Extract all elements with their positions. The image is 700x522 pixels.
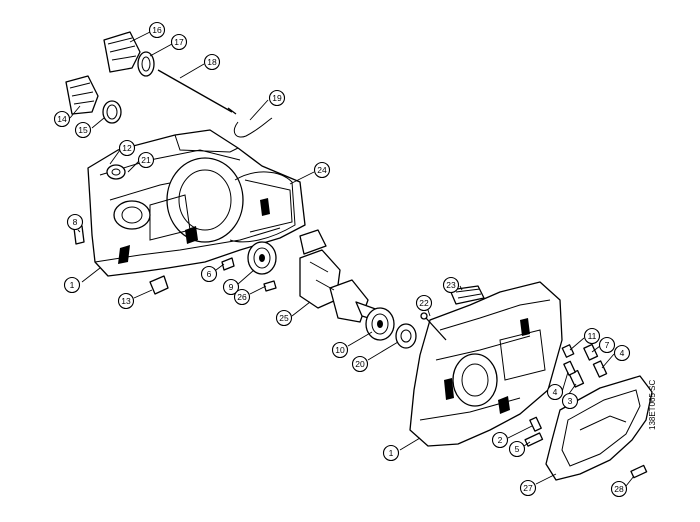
- stud-2: [529, 416, 542, 432]
- oil-pump-rod: [157, 69, 233, 113]
- bolt-22-head: [420, 312, 428, 320]
- callout-7: 7: [598, 336, 616, 354]
- svg-text:3: 3: [568, 396, 573, 406]
- svg-text:19: 19: [272, 93, 282, 103]
- callout-1-upper: 1: [63, 276, 81, 294]
- svg-text:26: 26: [237, 292, 247, 302]
- svg-text:20: 20: [355, 359, 365, 369]
- svg-text:11: 11: [588, 331, 597, 341]
- svg-text:9: 9: [229, 282, 234, 292]
- svg-text:23: 23: [446, 280, 456, 290]
- svg-text:6: 6: [207, 269, 212, 279]
- ball-bearing-lower: [365, 307, 395, 341]
- crankcase-half-lower: [409, 281, 563, 447]
- sleeve-7: [583, 343, 599, 361]
- svg-text:4: 4: [620, 348, 625, 358]
- callout-2: 2: [491, 431, 509, 449]
- callout-27: 27: [519, 479, 537, 497]
- pin-6: [221, 257, 235, 271]
- oil-seal-inner: [111, 168, 121, 176]
- callout-17: 17: [170, 33, 188, 51]
- screw-5: [524, 432, 544, 447]
- callout-15: 15: [74, 121, 92, 139]
- adjusting-screw-23: [449, 285, 485, 305]
- callout-25: 25: [275, 309, 293, 327]
- callout-10: 10: [331, 341, 349, 359]
- callout-12: 12: [118, 139, 136, 157]
- svg-text:24: 24: [317, 165, 327, 175]
- callout-28: 28: [610, 480, 628, 498]
- callout-24: 24: [313, 161, 331, 179]
- callout-22: 22: [415, 294, 433, 312]
- svg-text:22: 22: [419, 298, 429, 308]
- svg-text:13: 13: [121, 296, 131, 306]
- callout-11: 11: [583, 327, 601, 345]
- screw-28: [630, 464, 648, 479]
- seal-ring-lower: [395, 323, 417, 349]
- callout-4-right: 4: [613, 344, 631, 362]
- rod-tip: [227, 107, 237, 115]
- svg-text:27: 27: [523, 483, 533, 493]
- callout-labels: 16 17 18 19 14 15 12 21 24 8 1 13 6 9 26…: [53, 21, 631, 498]
- svg-text:14: 14: [57, 114, 67, 124]
- callout-23: 23: [442, 276, 460, 294]
- sprocket-cover: [545, 375, 653, 481]
- crankcase-gasket: [229, 171, 296, 243]
- svg-text:17: 17: [174, 37, 184, 47]
- callout-14: 14: [53, 110, 71, 128]
- crankshaft: [299, 229, 389, 325]
- screw-4-right: [592, 360, 608, 378]
- svg-text:1: 1: [70, 280, 75, 290]
- svg-text:1: 1: [389, 448, 394, 458]
- callout-5: 5: [508, 440, 526, 458]
- callout-3: 3: [561, 392, 579, 410]
- screw-4-left: [563, 360, 576, 376]
- svg-text:7: 7: [605, 340, 610, 350]
- callout-16: 16: [148, 21, 166, 39]
- oil-pump-upper: [103, 31, 155, 77]
- drawing-code: 138ET065 SC: [648, 379, 657, 430]
- svg-text:28: 28: [614, 484, 624, 494]
- callout-20: 20: [351, 355, 369, 373]
- oil-seal: [106, 164, 126, 180]
- pin-11: [561, 344, 575, 358]
- bolt-22: [425, 317, 447, 341]
- callout-1-lower: 1: [382, 444, 400, 462]
- plug-13: [149, 275, 169, 295]
- svg-text:16: 16: [152, 25, 162, 35]
- svg-text:18: 18: [207, 57, 217, 67]
- ball-bearing-upper: [247, 241, 277, 275]
- callout-26: 26: [233, 288, 251, 306]
- svg-text:12: 12: [122, 143, 132, 153]
- svg-text:4: 4: [553, 387, 558, 397]
- leader-lines: [69, 31, 635, 487]
- oil-pump-lower: [65, 75, 122, 124]
- svg-text:15: 15: [78, 125, 88, 135]
- svg-text:8: 8: [73, 217, 78, 227]
- callout-18: 18: [203, 53, 221, 71]
- pin-26: [263, 280, 277, 292]
- callout-9: 9: [222, 278, 240, 296]
- screw-thread-23: [455, 288, 482, 299]
- svg-text:21: 21: [141, 155, 151, 165]
- svg-text:5: 5: [515, 444, 520, 454]
- svg-text:10: 10: [335, 345, 345, 355]
- callout-13: 13: [117, 292, 135, 310]
- callout-21: 21: [137, 151, 155, 169]
- callout-8: 8: [66, 213, 84, 231]
- svg-text:25: 25: [279, 313, 289, 323]
- spring-clip: [233, 117, 273, 138]
- callout-19: 19: [268, 89, 286, 107]
- svg-text:2: 2: [498, 435, 503, 445]
- callout-4-left: 4: [546, 383, 564, 401]
- callout-6: 6: [200, 265, 218, 283]
